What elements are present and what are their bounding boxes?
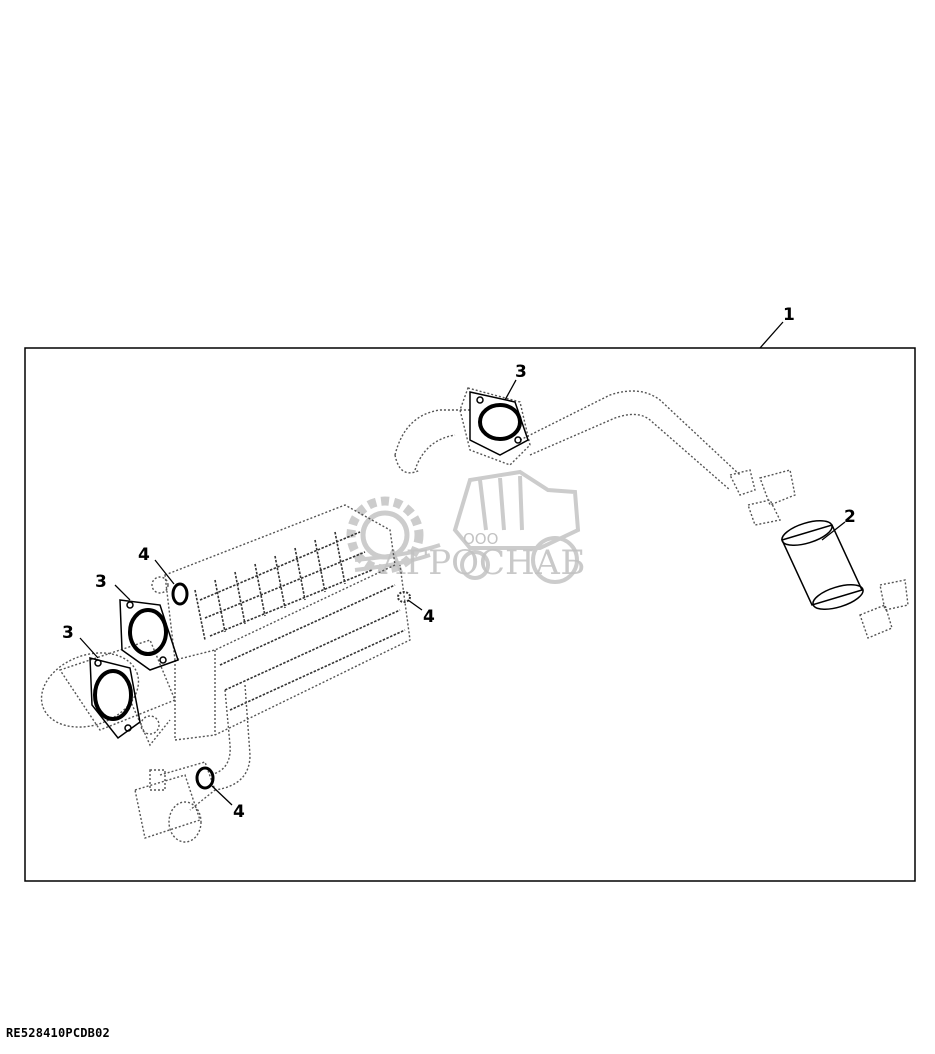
- callout-4-upper: 4: [138, 545, 150, 565]
- figure-code: RE528410PCDB02: [6, 1026, 110, 1040]
- right-fitting: [859, 579, 909, 639]
- lower-tube: [134, 684, 251, 843]
- gasket-middle[interactable]: [119, 599, 179, 671]
- gasket-lower[interactable]: [89, 657, 141, 740]
- o-ring-right[interactable]: [397, 591, 411, 603]
- watermark-logo: ООО АГРОСНАБ: [346, 469, 585, 584]
- watermark-prefix: ООО: [463, 530, 498, 548]
- o-ring-lower[interactable]: [195, 766, 215, 790]
- callout-4-right: 4: [423, 607, 435, 627]
- callout-4b-leader: [407, 599, 423, 611]
- callout-3-lower: 3: [62, 623, 74, 643]
- hose-part-2[interactable]: [779, 516, 866, 614]
- callout-4a-leader: [154, 559, 175, 585]
- callout-2-leader: [821, 521, 846, 541]
- callout-1: 1: [783, 305, 795, 325]
- egr-cooler: [40, 504, 411, 747]
- harvester-icon: [354, 469, 581, 584]
- callout-2: 2: [844, 507, 856, 527]
- upper-tube: [394, 387, 796, 526]
- callout-4c-leader: [211, 785, 233, 806]
- callout-1-leader: [759, 321, 784, 349]
- callout-3-upper: 3: [515, 362, 527, 382]
- watermark-name: АГРОСНАБ: [380, 543, 585, 583]
- callout-3b-leader: [114, 584, 131, 601]
- callout-3a-leader: [504, 379, 517, 401]
- gasket-upper[interactable]: [469, 391, 529, 456]
- o-ring-upper[interactable]: [171, 582, 189, 606]
- callout-4-lower: 4: [233, 802, 245, 822]
- callout-3-middle: 3: [95, 572, 107, 592]
- kit-frame: [24, 347, 916, 882]
- callout-3c-leader: [79, 637, 99, 659]
